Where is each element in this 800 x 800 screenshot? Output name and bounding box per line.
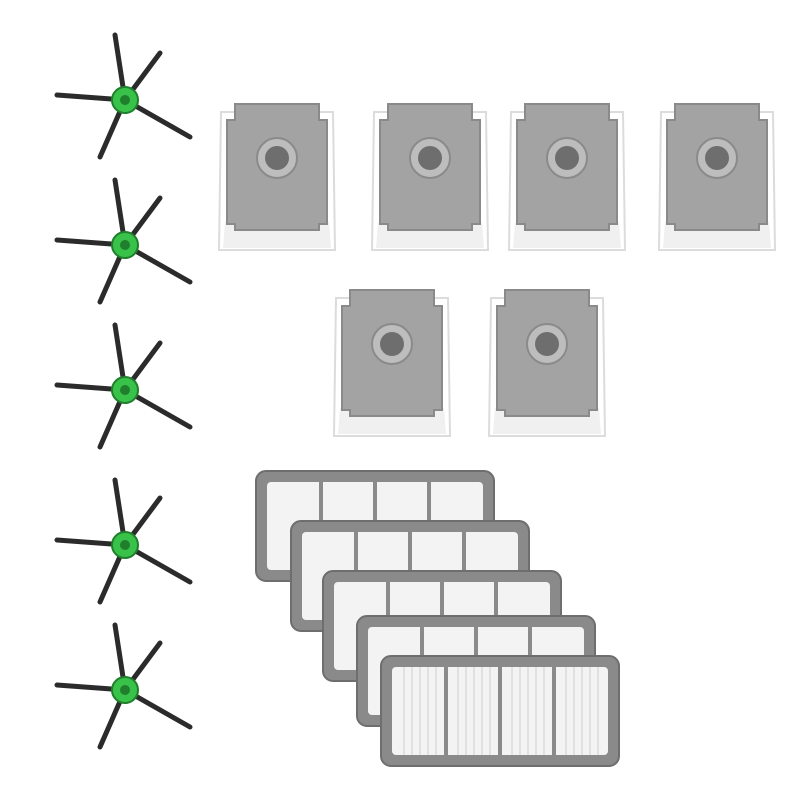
- dust-bag-icon: [217, 103, 337, 251]
- dust-bag-icon: [332, 289, 452, 437]
- dust-bag-icon: [487, 289, 607, 437]
- side-brush-icon: [54, 477, 193, 605]
- dust-bag-4: [655, 102, 779, 254]
- dust-bag-icon: [507, 103, 627, 251]
- dust-bag-icon: [657, 103, 777, 251]
- side-brush-2: [45, 170, 205, 310]
- dust-bag-5: [330, 288, 454, 440]
- side-brush-icon: [54, 32, 193, 160]
- side-brush-1: [45, 25, 205, 165]
- hepa-filter-icon: [380, 655, 620, 767]
- side-brush-icon: [54, 322, 193, 450]
- side-brush-icon: [54, 622, 193, 750]
- dust-bag-6: [485, 288, 609, 440]
- side-brush-icon: [54, 177, 193, 305]
- side-brush-5: [45, 615, 205, 755]
- hepa-filter-5: [380, 655, 620, 767]
- dust-bag-2: [368, 102, 492, 254]
- dust-bag-3: [505, 102, 629, 254]
- dust-bag-1: [215, 102, 339, 254]
- dust-bag-icon: [370, 103, 490, 251]
- side-brush-4: [45, 470, 205, 610]
- side-brush-3: [45, 315, 205, 455]
